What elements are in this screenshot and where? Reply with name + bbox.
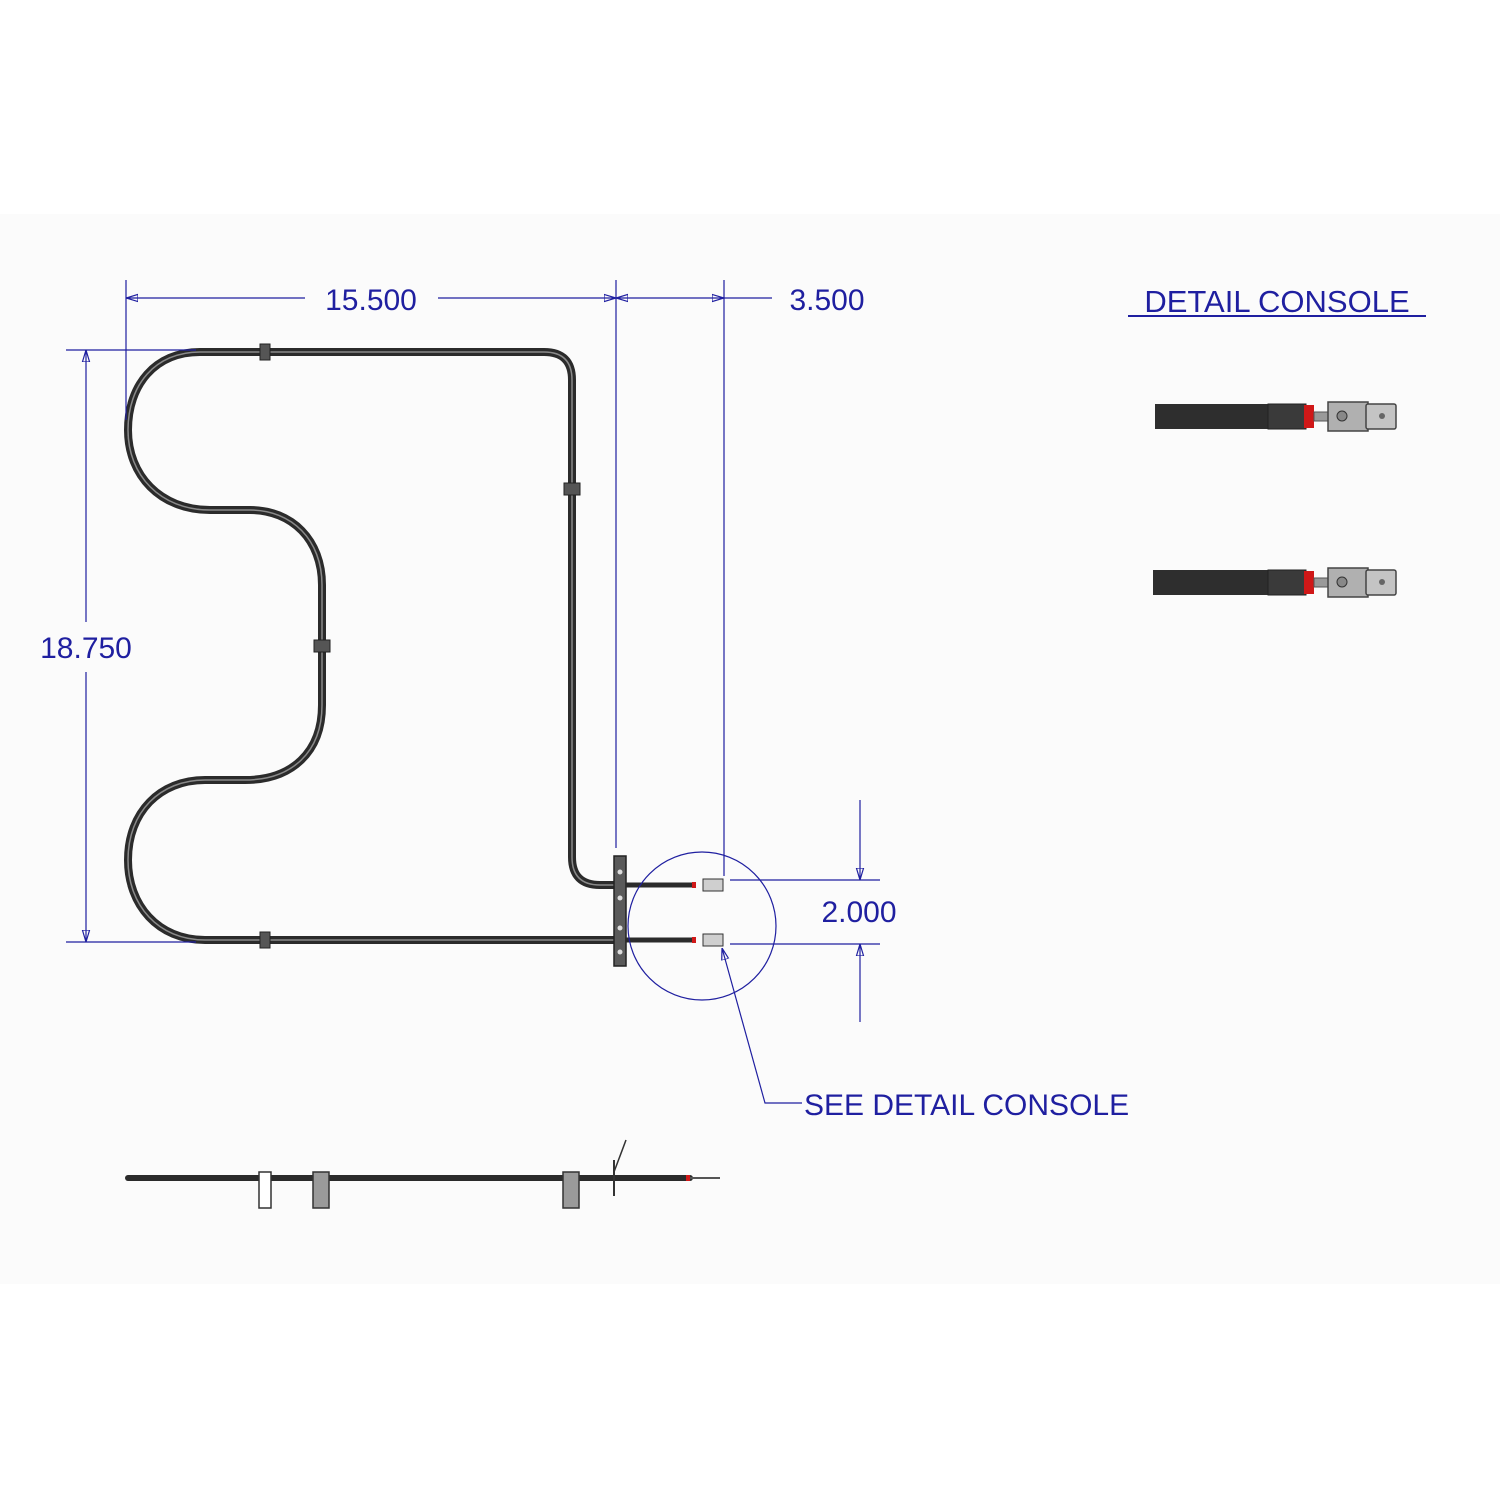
callout-leader bbox=[722, 948, 802, 1104]
detail-terminal-upper bbox=[1155, 401, 1397, 432]
see-detail-callout-label: SEE DETAIL CONSOLE bbox=[804, 1089, 1129, 1122]
terminal-tab bbox=[702, 878, 724, 892]
detail-callout-circle bbox=[627, 851, 777, 1001]
dimension-terminal-spacing: 2.000 bbox=[821, 896, 896, 929]
heating-element-side-view bbox=[125, 1139, 720, 1209]
drawing-sheet bbox=[0, 214, 1500, 1284]
terminal-tab bbox=[702, 933, 724, 947]
heating-element-tube bbox=[124, 348, 624, 944]
side-clip bbox=[562, 1171, 580, 1209]
dimension-width-main: 15.500 bbox=[325, 284, 417, 317]
dimension-width-terminal: 3.500 bbox=[789, 284, 864, 317]
heating-element-top-view bbox=[124, 343, 724, 967]
support-clip bbox=[313, 639, 331, 653]
side-clip bbox=[258, 1171, 272, 1209]
detail-terminal-lower bbox=[1153, 567, 1397, 598]
detail-console-title: DETAIL CONSOLE bbox=[1144, 284, 1409, 319]
dimension-lines bbox=[66, 280, 880, 1104]
support-clip bbox=[563, 482, 581, 496]
support-clip bbox=[259, 931, 271, 949]
dimension-height: 18.750 bbox=[40, 632, 132, 665]
side-clip bbox=[312, 1171, 330, 1209]
support-clip bbox=[259, 343, 271, 361]
mounting-bracket bbox=[613, 855, 627, 967]
